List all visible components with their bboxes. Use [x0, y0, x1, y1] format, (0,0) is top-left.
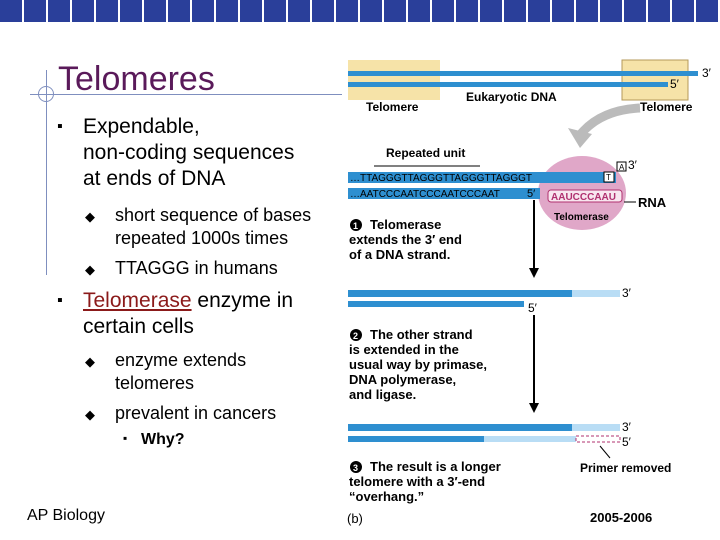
nucleotide-a-box: [616, 161, 627, 172]
top-sequence-strand: [348, 172, 616, 183]
bullet-1-sub-1: ◆ short sequence of bases repeated 1000s…: [85, 204, 312, 250]
telomere-left-label: Telomere: [366, 100, 419, 114]
step-3-line-2: telomere with a 3′-end: [349, 474, 485, 489]
extension-segment: [572, 290, 620, 297]
telomerase-label: Telomerase: [554, 212, 609, 223]
sub-1-line-1: short sequence of bases: [115, 205, 312, 225]
overview-3prime-label: 3′: [702, 66, 712, 80]
bullet-2-rest: enzyme in: [191, 289, 294, 312]
seq-3prime-label: 3′: [628, 158, 638, 172]
final-extension-segment: [572, 424, 620, 431]
sub-3-line-2: telomeres: [115, 373, 195, 393]
bullet-2-sub-2: ◆ prevalent in cancers: [85, 402, 277, 425]
telomere-right-label: Telomere: [640, 100, 693, 114]
step-1-line-1: Telomerase: [370, 217, 441, 232]
removed-primer-outline: [575, 435, 621, 443]
small-square-bullet-icon: ▪: [123, 431, 128, 445]
extended-top-strand: [348, 290, 572, 297]
svg-text:2: 2: [353, 331, 358, 341]
step-1-number-icon: [350, 219, 362, 231]
bullet-1-line-1: Expendable,: [83, 115, 200, 138]
telomerase-highlight: Telomerase: [83, 289, 192, 312]
right-telomere-box: [621, 59, 689, 101]
step-2-line-3: usual way by primase,: [349, 357, 487, 372]
final-5prime-label: 5′: [622, 435, 632, 449]
step-2-line-5: and ligase.: [349, 387, 416, 402]
bullet-1: ▪ Expendable, non-coding sequences at en…: [57, 114, 295, 192]
diamond-bullet-icon: ◆: [85, 407, 95, 422]
step-2-number-icon: [350, 329, 362, 341]
rna-label: RNA: [638, 195, 667, 210]
step1-3prime-label: 3′: [622, 286, 632, 300]
step1-5prime-label: 5′: [528, 301, 538, 315]
step-3-number-icon: [350, 461, 362, 473]
step-3-line-3: “overhang.”: [349, 489, 424, 504]
diamond-bullet-icon: ◆: [85, 262, 95, 277]
step-2-line-4: DNA polymerase,: [349, 372, 456, 387]
down-arrowhead-2-icon: [529, 403, 539, 413]
bottom-strand-sequence: …AATCCCAATCCCAATCCCAAT: [350, 189, 500, 200]
final-top-strand: [348, 424, 572, 431]
bullet-1-sub-2: ◆ TTAGGG in humans: [85, 257, 278, 280]
bullet-2-line-2: certain cells: [83, 315, 194, 338]
bullet-2: ▪ Telomerase enzyme in certain cells: [57, 288, 294, 340]
final-bottom-strand: [348, 436, 484, 442]
primer-pointer-line: [599, 445, 611, 459]
step1-bottom-strand: [348, 301, 524, 307]
overview-bottom-strand: [348, 82, 668, 87]
decor-horizontal-line: [30, 94, 342, 95]
final-3prime-label: 3′: [622, 420, 632, 434]
nucleotide-a: A: [619, 163, 625, 172]
panel-label: (b): [347, 511, 363, 526]
nucleotide-t-box: [603, 171, 615, 183]
sub-3-line-1: enzyme extends: [115, 350, 247, 370]
rna-template-box: [547, 189, 623, 203]
svg-text:3: 3: [353, 463, 358, 473]
slide-title: Telomeres: [58, 60, 215, 98]
repeated-unit-label: Repeated unit: [386, 146, 465, 160]
step-3-line-1: The result is a longer: [370, 459, 501, 474]
step-1-line-3: of a DNA strand.: [349, 247, 450, 262]
step-2-line-1: The other strand: [370, 327, 473, 342]
nucleotide-t: T: [606, 173, 611, 182]
step-1-line-2: extends the 3′ end: [349, 232, 462, 247]
bottom-sequence-strand: [348, 188, 540, 199]
footer-left: AP Biology: [27, 507, 105, 524]
bullet-1-line-2: non-coding sequences: [83, 141, 295, 164]
sub-1-line-2: repeated 1000s times: [115, 228, 289, 248]
primer-removed-label: Primer removed: [580, 461, 671, 475]
footer-right: 2005-2006: [590, 510, 653, 525]
overview-5prime-label: 5′: [670, 77, 680, 91]
decor-crosshair-circle: [38, 86, 54, 102]
left-telomere-box: [348, 60, 440, 100]
seq-5prime-label: 5′: [527, 188, 535, 200]
rna-sequence: AAUCCCAAU: [551, 192, 616, 203]
diamond-bullet-icon: ◆: [85, 209, 95, 224]
diamond-bullet-icon: ◆: [85, 354, 95, 369]
decor-vertical-line: [46, 70, 47, 275]
eukaryotic-dna-label: Eukaryotic DNA: [466, 90, 557, 104]
final-bottom-extension: [484, 436, 620, 442]
top-banner: [0, 0, 720, 22]
zoom-arrow-icon: [576, 103, 641, 138]
sub-2-line-1: TTAGGG in humans: [115, 258, 278, 278]
down-arrowhead-1-icon: [529, 268, 539, 278]
bullet-2-sub-1: ◆ enzyme extends telomeres: [85, 349, 247, 395]
bullet-1-line-3: at ends of DNA: [83, 167, 226, 190]
why-text: Why?: [141, 431, 185, 448]
sub-4-line-1: prevalent in cancers: [115, 403, 277, 423]
square-bullet-icon: ▪: [57, 118, 63, 135]
svg-text:1: 1: [353, 221, 358, 231]
zoom-arrowhead-icon: [568, 128, 592, 148]
top-strand-sequence: …TTAGGGTTAGGGTTAGGGTTAGGGT: [350, 173, 532, 184]
bullet-2-subsub: ▪ Why?: [123, 431, 185, 449]
square-bullet-icon: ▪: [57, 292, 63, 309]
overview-top-strand: [348, 71, 698, 76]
step-2-line-2: is extended in the: [349, 342, 459, 357]
